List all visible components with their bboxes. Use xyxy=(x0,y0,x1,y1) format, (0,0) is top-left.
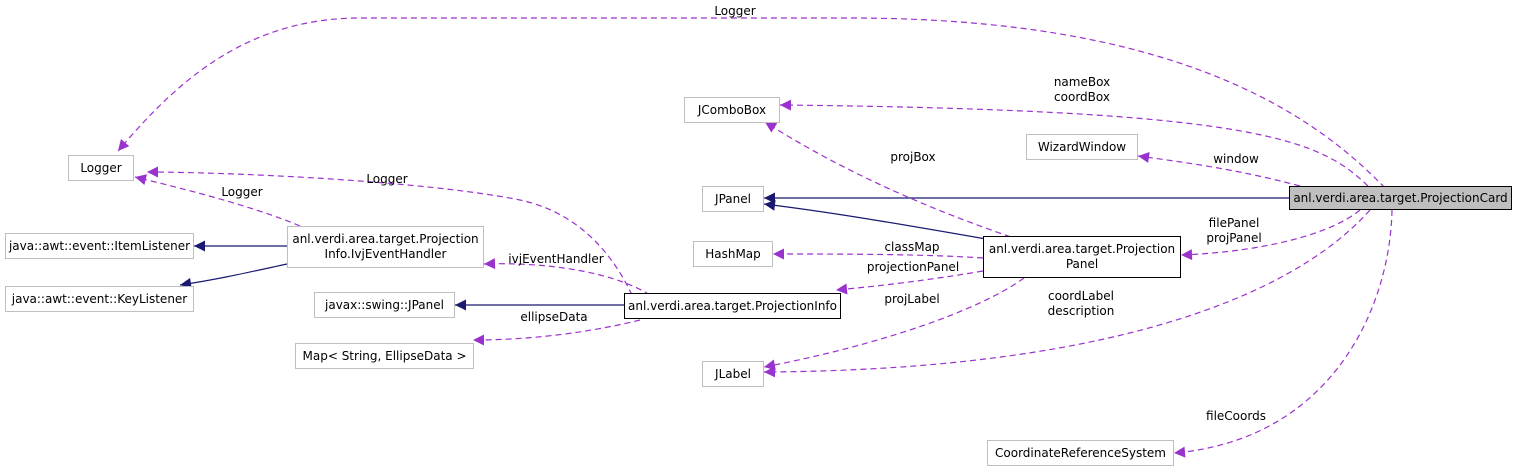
node-projection-info[interactable]: anl.verdi.area.target.ProjectionInfo xyxy=(624,293,841,319)
edge-info-logger xyxy=(146,166,633,296)
node-jcombobox[interactable]: JComboBox xyxy=(684,97,780,123)
edge-panel-extends-jpanel xyxy=(763,199,987,240)
label-card-logger: Logger xyxy=(714,4,756,18)
node-swing-jpanel[interactable]: javax::swing::JPanel xyxy=(314,292,455,318)
node-hashmap[interactable]: HashMap xyxy=(693,241,773,267)
edge-panel-hashmap xyxy=(772,248,984,260)
node-item-listener[interactable]: java::awt::event::ItemListener xyxy=(5,233,194,259)
edge-handler-logger xyxy=(134,174,301,227)
label-info-logger: Logger xyxy=(366,172,408,186)
edge-info-handler xyxy=(483,258,651,296)
node-jpanel[interactable]: JPanel xyxy=(702,186,764,212)
node-logger[interactable]: Logger xyxy=(68,155,134,181)
label-card-window: window xyxy=(1213,152,1259,166)
label-info-handler: ivjEventHandler xyxy=(508,252,604,266)
edge-card-logger xyxy=(117,17,1386,189)
label-card-crs: fileCoords xyxy=(1206,409,1266,423)
edge-panel-info xyxy=(835,270,984,295)
edge-panel-combobox xyxy=(764,121,1021,241)
edge-card-panel xyxy=(1180,209,1361,261)
label-info-map: ellipseData xyxy=(520,310,588,324)
node-coordinate-reference-system[interactable]: CoordinateReferenceSystem xyxy=(987,440,1174,466)
node-key-listener[interactable]: java::awt::event::KeyListener xyxy=(5,286,194,312)
label-panel-jlabel: projLabel xyxy=(884,292,940,306)
edge-card-combobox xyxy=(779,99,1369,187)
node-projection-card[interactable]: anl.verdi.area.target.ProjectionCard xyxy=(1289,186,1512,210)
label-handler-logger: Logger xyxy=(221,185,263,199)
edge-info-map xyxy=(472,319,641,346)
edge-card-crs xyxy=(1173,209,1393,458)
label-panel-hashmap: classMap xyxy=(884,240,940,254)
node-wizard-window[interactable]: WizardWindow xyxy=(1026,134,1138,160)
label-panel-combobox: projBox xyxy=(890,150,936,164)
node-jlabel[interactable]: JLabel xyxy=(702,361,764,387)
label-panel-info: projectionPanel xyxy=(866,260,960,274)
node-map-ellipse-data[interactable]: Map< String, EllipseData > xyxy=(295,343,474,369)
edge-card-window xyxy=(1137,152,1301,187)
edge-card-jlabel xyxy=(763,209,1371,378)
edge-handler-implements-keylistener xyxy=(179,263,288,289)
edge-panel-jlabel xyxy=(763,277,1025,371)
